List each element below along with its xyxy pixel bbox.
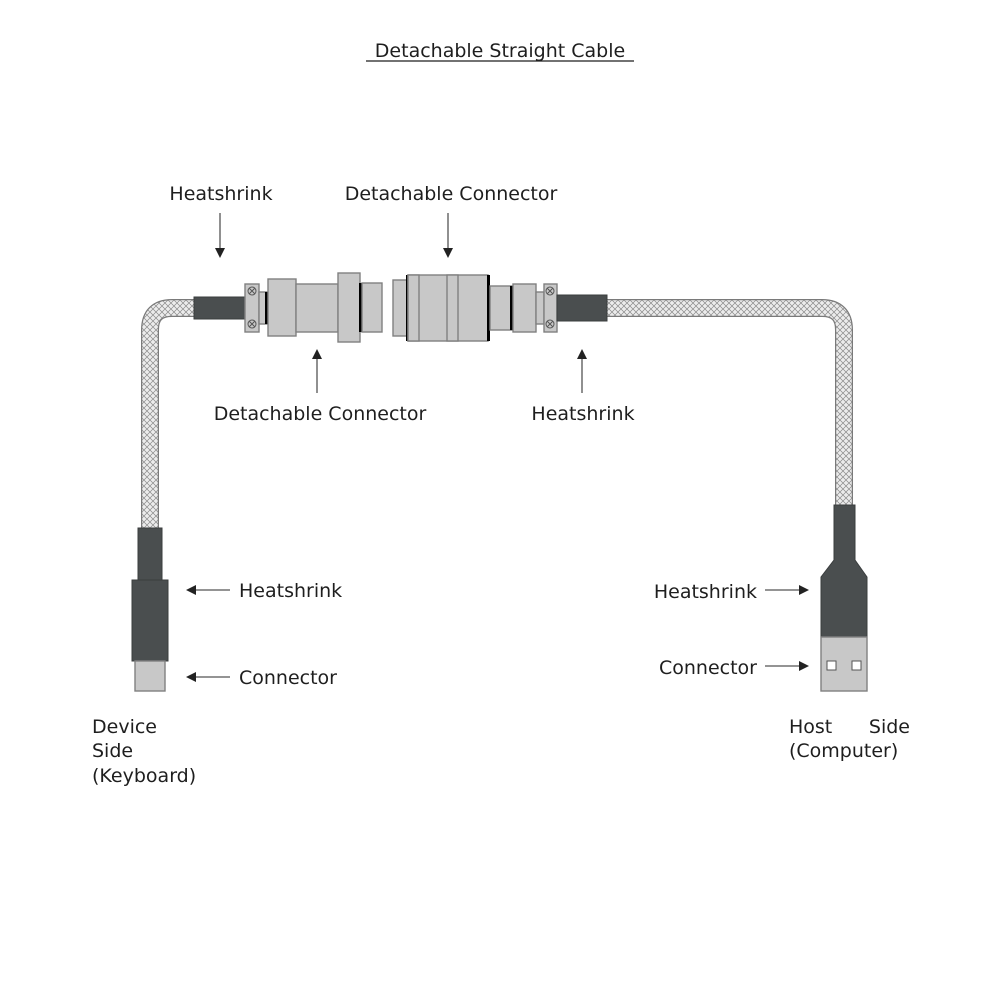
- label-device-connector: Connector: [239, 667, 337, 689]
- host-side-word2: Side: [869, 716, 910, 738]
- left-detachable-connector: [193, 272, 383, 343]
- diagram-title: Detachable Straight Cable: [375, 40, 625, 62]
- label-device-heatshrink: Heatshrink: [239, 580, 342, 602]
- left-top-heatshrink: [193, 296, 249, 320]
- arrow-icon: [443, 213, 453, 258]
- label-bottom-heatshrink: Heatshrink: [531, 403, 634, 425]
- right-detachable-connector: [392, 274, 608, 342]
- device-side-line1: Device: [92, 716, 157, 738]
- host-side-word1: Host: [789, 716, 832, 738]
- screw-icon: [247, 286, 257, 296]
- right-top-heatshrink: [556, 294, 608, 322]
- label-top-detachable-connector: Detachable Connector: [345, 183, 558, 205]
- label-bottom-detachable-connector: Detachable Connector: [214, 403, 427, 425]
- screw-icon: [247, 319, 257, 329]
- usb-c-connector: [134, 660, 166, 692]
- device-side-plug: [131, 527, 169, 692]
- device-heatshrink-thin: [137, 527, 163, 582]
- screw-icon: [545, 319, 555, 329]
- device-side-line2: Side: [92, 740, 133, 762]
- device-side-line3: (Keyboard): [92, 765, 196, 787]
- arrow-icon: [186, 585, 230, 595]
- arrow-icon: [765, 661, 809, 671]
- arrow-icon: [765, 585, 809, 595]
- label-top-heatshrink: Heatshrink: [169, 183, 272, 205]
- host-side-plug: [820, 504, 868, 692]
- host-heatshrink: [820, 504, 868, 638]
- screw-icon: [545, 286, 555, 296]
- label-host-heatshrink: Heatshrink: [654, 581, 757, 603]
- label-host-connector: Connector: [659, 657, 757, 679]
- arrow-icon: [215, 213, 225, 258]
- arrow-icon: [312, 349, 322, 393]
- host-side-line2: (Computer): [789, 740, 898, 762]
- arrow-icon: [186, 672, 230, 682]
- device-heatshrink-thick: [131, 579, 169, 662]
- right-braided-sleeve: [606, 299, 853, 506]
- arrow-icon: [577, 349, 587, 393]
